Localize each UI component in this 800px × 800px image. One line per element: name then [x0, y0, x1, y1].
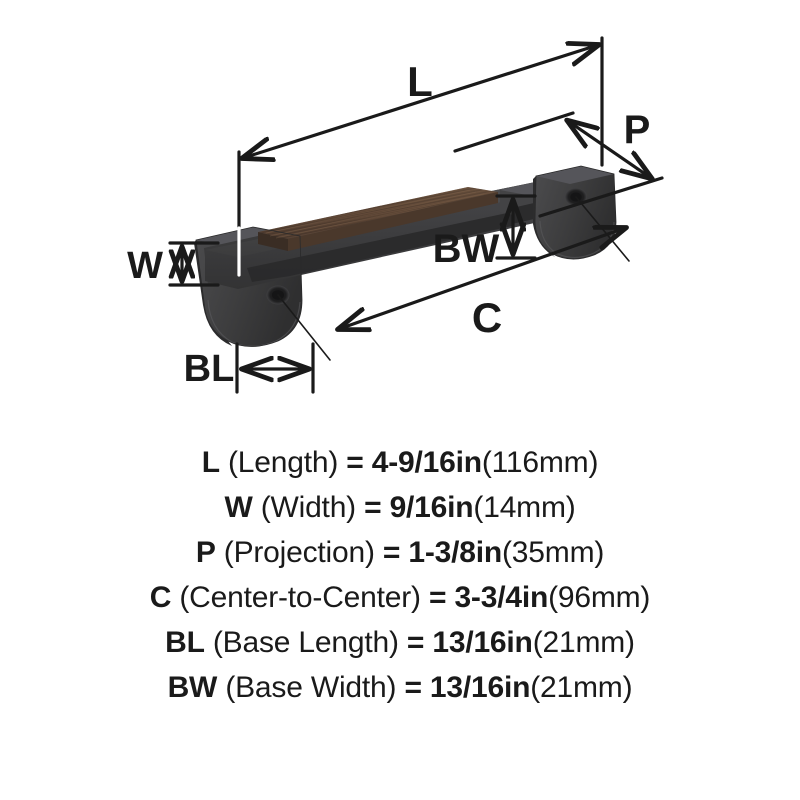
width-callout-label: W	[127, 245, 163, 287]
base-width-callout-label: BW	[433, 227, 500, 271]
spec-abbr-l: L	[201, 446, 220, 479]
spec-eq-l: =	[338, 446, 372, 479]
spec-eq-p: =	[374, 536, 409, 569]
spec-name-bw: (Base Width)	[217, 671, 397, 704]
specification-legend: L (Length) = 4-9/16in(116mm) W (Width) =…	[0, 440, 800, 760]
spec-eq-c: =	[420, 581, 455, 614]
spec-value-c: 3-3/4in	[454, 581, 549, 614]
cabinet-pull-render	[194, 165, 617, 347]
center-to-center-dimension	[277, 196, 630, 361]
spec-name-p: (Projection)	[215, 536, 375, 569]
spec-name-bl: (Base Length)	[204, 626, 399, 659]
spec-metric-bl: (21mm)	[532, 626, 635, 659]
spec-name-l: (Length)	[219, 446, 339, 479]
spec-line-center-to-center: C (Center-to-Center) = 3-3/4in(96mm)	[149, 575, 651, 620]
spec-value-bl: 13/16in	[432, 626, 533, 659]
spec-eq-w: =	[355, 491, 390, 524]
spec-abbr-c: C	[149, 581, 172, 614]
width-dimension	[168, 241, 220, 287]
spec-metric-c: (96mm)	[548, 581, 651, 614]
spec-line-base-width: BW (Base Width) = 13/16in(21mm)	[168, 665, 633, 710]
spec-line-length: L (Length) = 4-9/16in(116mm)	[202, 440, 599, 485]
spec-metric-l: (116mm)	[481, 446, 599, 479]
center-to-center-callout-label: C	[472, 294, 502, 341]
spec-eq-bw: =	[396, 671, 430, 704]
projection-dimension	[453, 111, 664, 218]
spec-value-w: 9/16in	[389, 491, 474, 524]
spec-metric-w: (14mm)	[473, 491, 576, 524]
spec-name-w: (Width)	[252, 491, 356, 524]
spec-abbr-w: W	[224, 491, 253, 524]
spec-abbr-p: P	[195, 536, 216, 569]
spec-abbr-bw: BW	[167, 671, 218, 704]
base-length-dimension	[235, 342, 315, 394]
spec-name-c: (Center-to-Center)	[171, 581, 421, 614]
spec-line-projection: P (Projection) = 1-3/8in(35mm)	[195, 530, 605, 575]
base-length-callout-label: BL	[184, 348, 235, 390]
projection-callout-label: P	[624, 108, 651, 152]
spec-abbr-bl: BL	[165, 626, 205, 659]
spec-value-l: 4-9/16in	[371, 446, 482, 479]
spec-line-width: W (Width) = 9/16in(14mm)	[224, 485, 575, 530]
spec-line-base-length: BL (Base Length) = 13/16in(21mm)	[165, 620, 635, 665]
spec-value-bw: 13/16in	[429, 671, 531, 704]
spec-metric-bw: (21mm)	[530, 671, 633, 704]
length-callout-label: L	[407, 58, 433, 105]
dimension-diagram: L W P C BL BW	[127, 36, 664, 394]
diagram-svg: L W P C BL BW	[127, 36, 664, 394]
spec-eq-bl: =	[398, 626, 433, 659]
spec-value-p: 1-3/8in	[408, 536, 503, 569]
spec-metric-p: (35mm)	[502, 536, 605, 569]
